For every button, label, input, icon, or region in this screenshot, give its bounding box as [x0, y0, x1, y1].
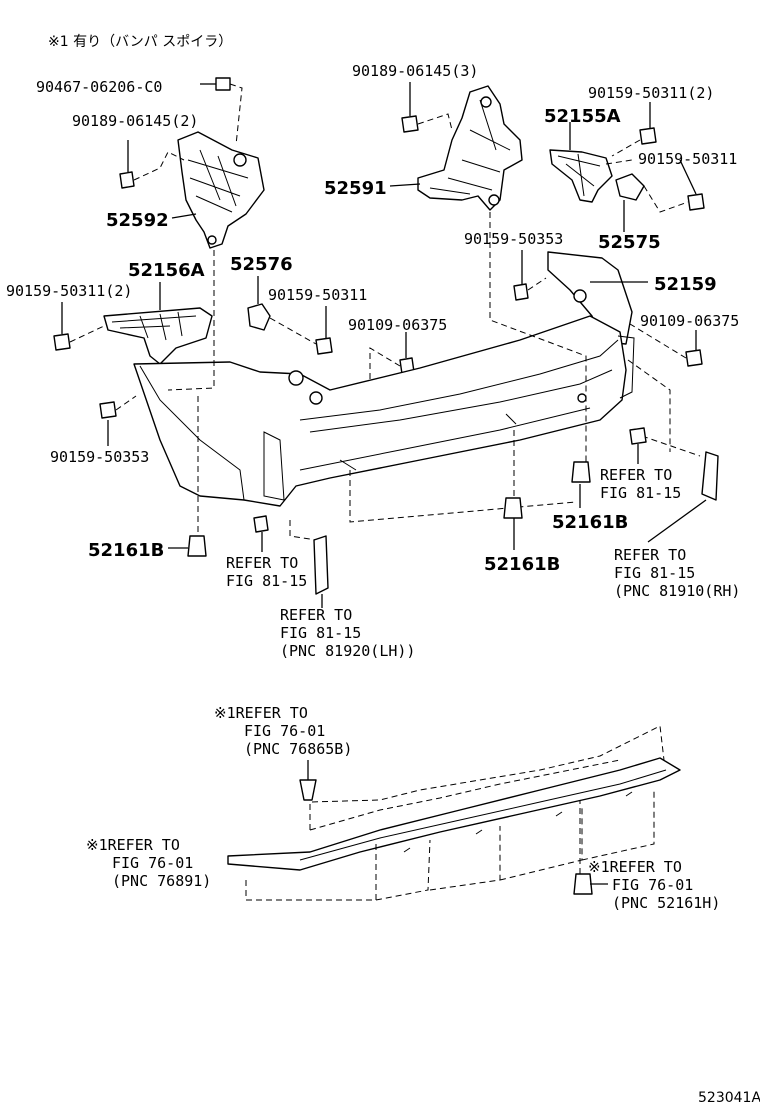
- label-90159-50353-right: 90159-50353: [464, 230, 563, 248]
- bolt-90189-left-icon: [119, 171, 135, 189]
- label-refer-left-1: REFER TO: [226, 554, 298, 572]
- reflector-lh-icon: [313, 535, 329, 595]
- label-52161B-center: 52161B: [484, 554, 560, 575]
- label-refer-left-2: FIG 81-15: [226, 572, 307, 590]
- label-52591: 52591: [324, 178, 387, 199]
- label-52159: 52159: [654, 274, 717, 295]
- label-ref-76865-1: ※1REFER TO: [214, 704, 308, 722]
- clip-52161B-center-icon: [503, 497, 523, 519]
- label-refer-rh-2: FIG 81-15: [614, 564, 695, 582]
- screw-rh-icon: [629, 427, 647, 445]
- label-90159-50311-2-left: 90159-50311(2): [6, 282, 132, 300]
- label-refer-lh-3: (PNC 81920(LH)): [280, 642, 415, 660]
- part-52156A-retainer: [103, 307, 213, 365]
- label-52592: 52592: [106, 210, 169, 231]
- bolt-90159-50311-right-icon: [687, 193, 705, 211]
- part-rear-bumper-cover: [133, 315, 635, 507]
- reflector-rh-icon: [701, 451, 719, 501]
- label-ref-76891-1: ※1REFER TO: [86, 836, 180, 854]
- label-52576: 52576: [230, 254, 293, 275]
- label-refer-lh-2: FIG 81-15: [280, 624, 361, 642]
- label-ref-52161H-3: (PNC 52161H): [612, 894, 720, 912]
- bolt-90159-50311-2-right-icon: [639, 127, 657, 145]
- clip-52161B-left-icon: [187, 535, 207, 557]
- label-ref-76865-3: (PNC 76865B): [244, 740, 352, 758]
- part-lower-spoiler: [227, 757, 681, 871]
- bolt-90109-right-icon: [685, 349, 703, 367]
- bolt-90159-50311-left-icon: [53, 333, 71, 351]
- label-52575: 52575: [598, 232, 661, 253]
- bolt-90189-06145-3-icon: [401, 115, 419, 133]
- clip-52161H-icon: [573, 873, 593, 895]
- label-90189-06145-3: 90189-06145(3): [352, 62, 478, 80]
- part-52591-bracket: [417, 85, 523, 211]
- label-90189-06145-2: 90189-06145(2): [72, 112, 198, 130]
- part-52155A-bracket: [549, 149, 613, 203]
- clip-52161B-right-icon: [571, 461, 591, 483]
- label-90467-06206-C0: 90467-06206-C0: [36, 78, 162, 96]
- clip-52576-icon: [247, 303, 271, 331]
- clip-76865B-icon: [299, 779, 317, 801]
- label-refer-right-1: REFER TO: [600, 466, 672, 484]
- label-ref-76891-3: (PNC 76891): [112, 872, 211, 890]
- label-90159-50311-mid: 90159-50311: [268, 286, 367, 304]
- figure-id: 523041A: [698, 1090, 760, 1106]
- bolt-90159-50353-left-icon: [99, 401, 117, 419]
- header-note: ※1 有り（バンパ スポイラ）: [48, 34, 232, 50]
- label-refer-lh-1: REFER TO: [280, 606, 352, 624]
- label-52161B-left: 52161B: [88, 540, 164, 561]
- label-ref-52161H-1: ※1REFER TO: [588, 858, 682, 876]
- label-52161B-right: 52161B: [552, 512, 628, 533]
- label-52155A: 52155A: [544, 106, 621, 127]
- label-90109-06375-right: 90109-06375: [640, 312, 739, 330]
- label-refer-right-2: FIG 81-15: [600, 484, 681, 502]
- label-refer-rh-1: REFER TO: [614, 546, 686, 564]
- label-52156A: 52156A: [128, 260, 205, 281]
- label-ref-76865-2: FIG 76-01: [244, 722, 325, 740]
- bolt-90159-50353-right-icon: [513, 283, 529, 301]
- part-52592-bracket: [177, 131, 265, 249]
- nut-90467-icon: [215, 77, 231, 91]
- label-90159-50353-left: 90159-50353: [50, 448, 149, 466]
- bolt-90159-50311-mid-icon: [315, 337, 333, 355]
- label-refer-rh-3: (PNC 81910(RH): [614, 582, 740, 600]
- label-90159-50311-right: 90159-50311: [638, 150, 737, 168]
- clip-52575-icon: [615, 173, 645, 201]
- label-ref-52161H-2: FIG 76-01: [612, 876, 693, 894]
- screw-lh-icon: [253, 515, 269, 533]
- label-ref-76891-2: FIG 76-01: [112, 854, 193, 872]
- label-90109-06375-mid: 90109-06375: [348, 316, 447, 334]
- label-90159-50311-2-right: 90159-50311(2): [588, 84, 714, 102]
